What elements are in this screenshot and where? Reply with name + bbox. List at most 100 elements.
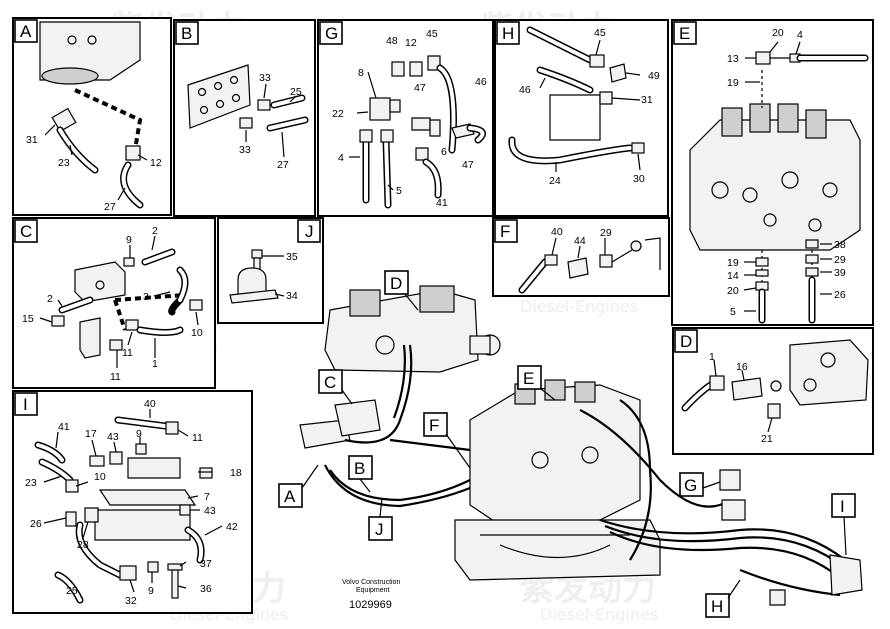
panel-letter: A (20, 22, 32, 41)
part-label: 29 (834, 254, 846, 266)
panel-i: I (12, 390, 253, 614)
part-label: 36 (200, 583, 212, 595)
watermark-subtext: Diesel-Engines (540, 605, 658, 624)
callout-letter: I (840, 497, 845, 516)
callout-letter: G (684, 476, 697, 495)
part-label: 42 (226, 521, 238, 533)
callout-f: F (423, 412, 471, 469)
part-label: 38 (834, 239, 846, 251)
part-label: 7 (204, 491, 210, 503)
part-label: 1 (709, 351, 715, 363)
part-label: 28 (77, 539, 89, 551)
callout-b: B (348, 455, 373, 493)
footer-company-sub: Equipment (356, 587, 390, 594)
part-label: 40 (144, 398, 156, 410)
part-label: 12 (405, 37, 417, 49)
panel-letter: C (20, 222, 32, 241)
part-label: 34 (286, 290, 298, 302)
part-label: 5 (730, 306, 736, 318)
footer-company: Volvo Construction (342, 579, 400, 586)
watermark-subtext: Diesel-Engines (520, 297, 638, 316)
part-label: 46 (475, 76, 487, 88)
part-label: 27 (277, 159, 289, 171)
part-label: 12 (150, 157, 162, 169)
panel-letter: I (23, 395, 28, 414)
part-label: 33 (259, 72, 271, 84)
part-label: 33 (239, 144, 251, 156)
part-label: 25 (290, 86, 302, 98)
part-label: 35 (286, 251, 298, 263)
callout-letter: C (324, 373, 336, 392)
part-label: 11 (192, 432, 203, 444)
part-label: 17 (85, 428, 97, 440)
callout-letter: D (390, 274, 402, 293)
callout-j: J (368, 497, 393, 541)
part-label: 5 (396, 185, 402, 197)
part-label: 25 (66, 585, 78, 597)
panel-f: F 40 44 29 (492, 217, 670, 297)
part-label: 45 (426, 28, 438, 40)
panel-d: D 1 16 21 (672, 327, 874, 455)
part-label: 32 (125, 595, 137, 607)
callout-letter: B (354, 459, 365, 478)
part-label: 27 (104, 201, 116, 213)
panel-h: H 45 49 46 31 24 30 (494, 19, 669, 217)
part-label: 29 (600, 227, 612, 239)
part-label: 43 (204, 505, 216, 517)
panel-letter: F (500, 222, 510, 241)
callout-c: C (318, 369, 353, 405)
part-label: 49 (648, 70, 660, 82)
callout-h: H (705, 579, 741, 618)
part-label: 44 (574, 235, 586, 247)
part-label: 47 (462, 159, 474, 171)
part-label: 8 (358, 67, 364, 79)
part-label: 1 (152, 358, 158, 370)
part-label: 2 (47, 293, 53, 305)
part-label: 11 (110, 371, 121, 383)
panel-b: B 33 25 33 27 (173, 19, 316, 217)
part-label: 19 (727, 77, 739, 89)
callout-i: I (831, 493, 856, 556)
callout-letter: A (284, 487, 296, 506)
callout-letter: J (375, 520, 384, 539)
part-label: 39 (834, 267, 846, 279)
callout-letter: H (711, 597, 723, 616)
footer: Volvo Construction Equipment 1029969 (342, 579, 400, 611)
part-label: 13 (727, 53, 739, 65)
panel-letter: G (325, 24, 338, 43)
part-label: 6 (441, 146, 447, 158)
callout-letter: E (523, 369, 534, 388)
part-label: 30 (633, 173, 645, 185)
part-label: 19 (727, 257, 739, 269)
part-label: 20 (772, 27, 784, 39)
panel-letter: J (305, 222, 314, 241)
part-label: 21 (761, 433, 773, 445)
panel-g: G 48 12 45 8 46 22 47 4 6 5 47 41 (317, 19, 494, 217)
panel-e: E 20 4 1 (671, 19, 874, 326)
callout-g: G (679, 472, 721, 497)
part-label: 26 (834, 289, 846, 301)
panel-letter: H (502, 24, 514, 43)
part-label: 24 (549, 175, 561, 187)
part-label: 4 (338, 152, 344, 164)
panel-c: C 9 2 3 2 15 10 11 1 11 (12, 217, 216, 389)
part-label: 46 (519, 84, 531, 96)
panel-j: J 35 34 (217, 217, 324, 324)
main-assembly (299, 285, 863, 606)
part-label: 14 (727, 270, 739, 282)
part-label: 23 (58, 157, 70, 169)
part-label: 10 (191, 327, 203, 339)
callout-e: E (517, 365, 556, 401)
part-label: 9 (136, 428, 142, 440)
part-label: 45 (594, 27, 606, 39)
panel-letter: D (680, 332, 692, 351)
part-label: 40 (551, 226, 563, 238)
part-label: 47 (414, 82, 426, 94)
panel-a: A 31 23 12 27 (12, 17, 172, 216)
callout-d: D (384, 270, 419, 311)
part-label: 37 (200, 558, 212, 570)
part-label: 15 (22, 313, 34, 325)
part-label: 48 (386, 35, 398, 47)
part-label: 3 (143, 291, 149, 303)
